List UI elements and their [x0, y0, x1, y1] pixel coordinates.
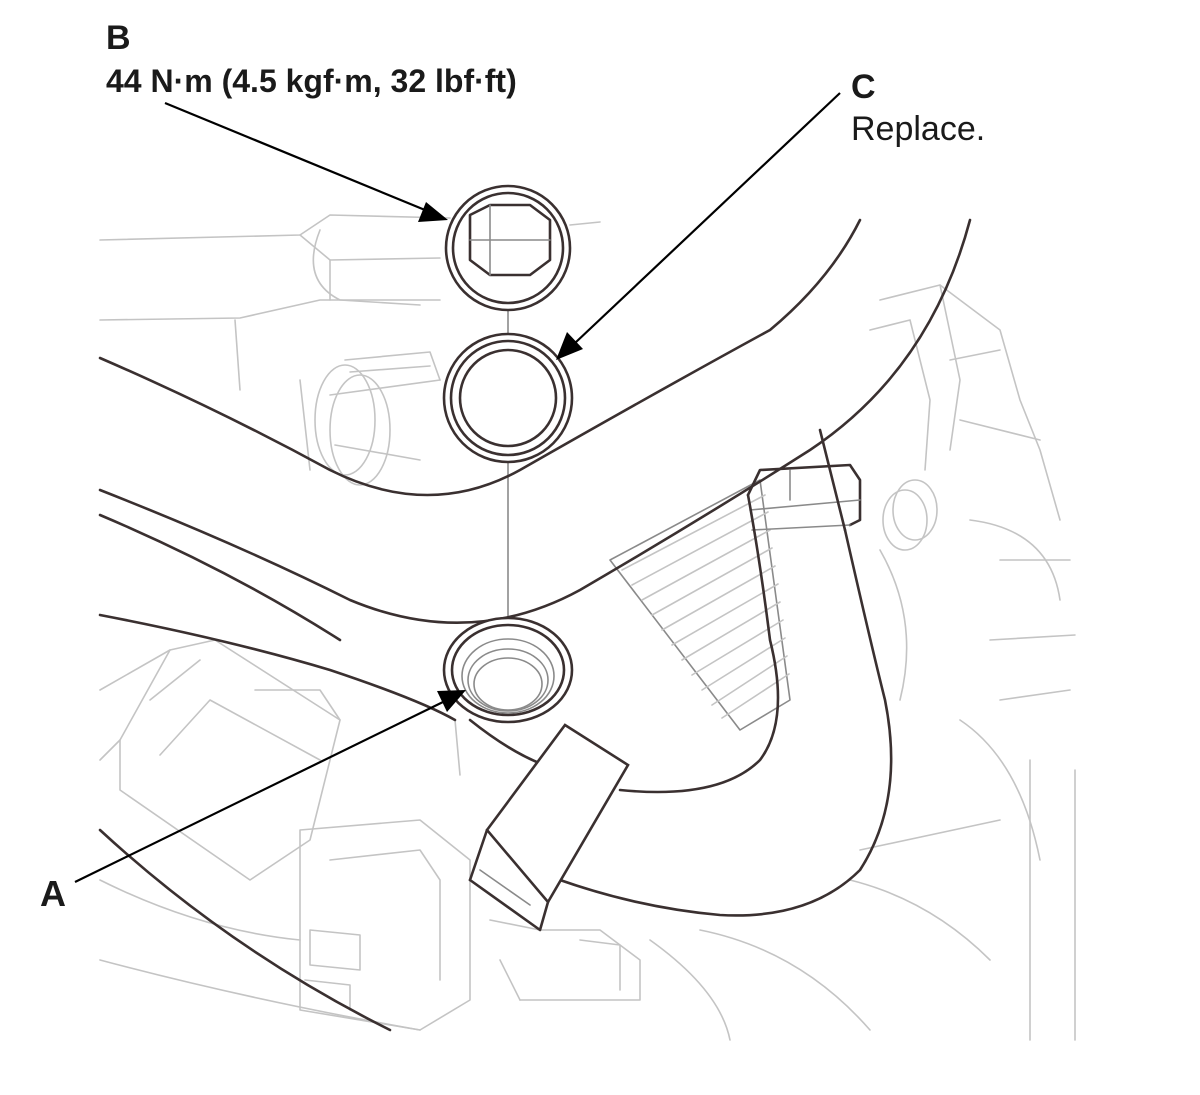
hose-clamp-lower	[746, 463, 862, 531]
leader-a	[74, 690, 466, 883]
callout-c-letter: C	[851, 68, 876, 106]
callout-b-letter: B	[106, 19, 131, 57]
leader-c	[556, 92, 841, 360]
leader-b	[164, 101, 448, 222]
callout-a-letter: A	[40, 873, 66, 914]
hose-bracket	[468, 723, 630, 932]
u-hose	[558, 428, 893, 917]
hose-clamp-upper	[299, 351, 441, 486]
callout-c-note: Replace.	[851, 110, 985, 148]
bolt-b	[444, 184, 572, 312]
callout-b-torque: 44 N·m (4.5 kgf·m, 32 lbf·ft)	[106, 63, 517, 99]
lower-bracket	[299, 719, 641, 1031]
background-engine-detail	[99, 214, 1076, 1041]
lower-left-component	[99, 639, 341, 881]
port-a	[442, 616, 574, 724]
main-pipe	[98, 218, 972, 642]
washer-c	[442, 332, 574, 464]
